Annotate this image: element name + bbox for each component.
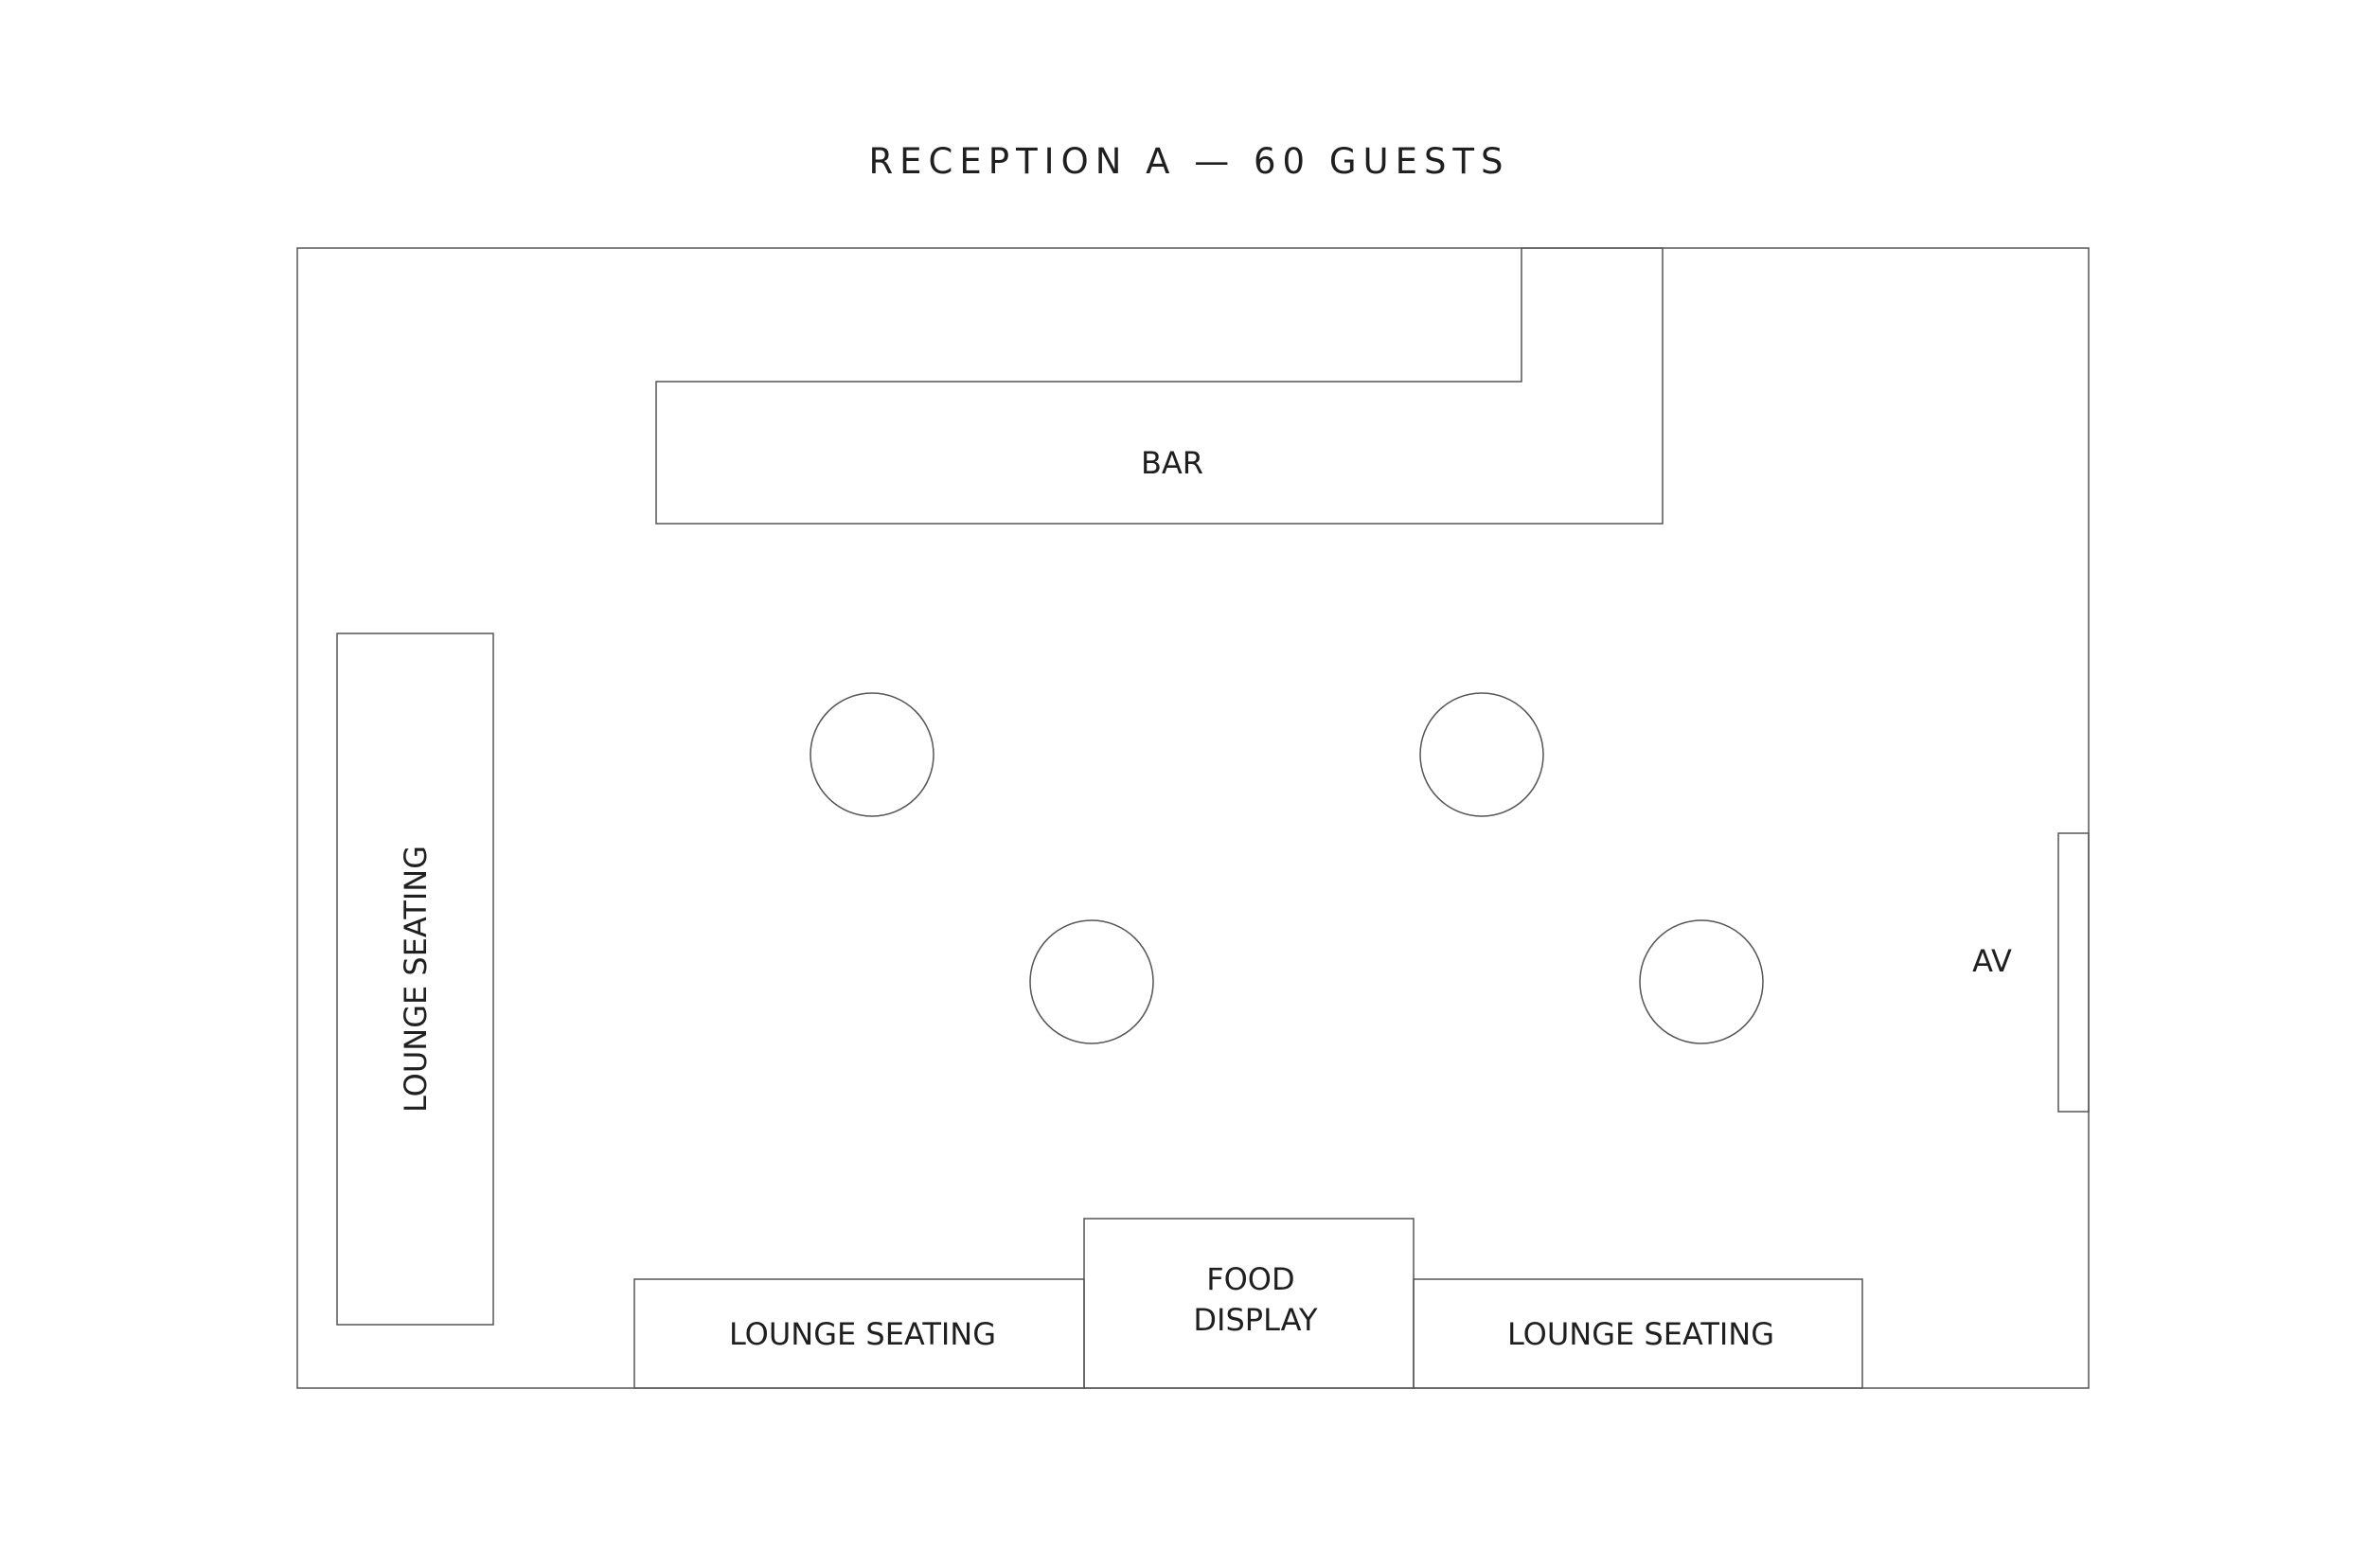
lounge-seating-bottom-left-label: LOUNGE SEATING — [729, 1316, 996, 1352]
av-label: AV — [1972, 943, 2012, 979]
room-outline — [296, 247, 2090, 1389]
bar-label: BAR — [1141, 445, 1203, 481]
cocktail-table — [1419, 692, 1544, 817]
lounge-seating-bottom-right-label: LOUNGE SEATING — [1507, 1316, 1774, 1352]
cocktail-table — [810, 692, 934, 817]
lounge-seating-left — [336, 633, 494, 1326]
cocktail-table — [1639, 919, 1764, 1044]
food-display-label-line1: FOOD — [1206, 1261, 1294, 1297]
lounge-seating-bottom-right — [1413, 1278, 1863, 1389]
food-display-label: FOOD DISPLAY — [1193, 1261, 1318, 1338]
plan-title: RECEPTION A — 60 GUESTS — [868, 141, 1509, 182]
bar-counter — [655, 247, 1664, 525]
food-display-label-line2: DISPLAY — [1193, 1302, 1318, 1338]
lounge-seating-left-label: LOUNGE SEATING — [398, 846, 434, 1113]
av-station — [2057, 832, 2090, 1113]
cocktail-table — [1029, 919, 1154, 1044]
